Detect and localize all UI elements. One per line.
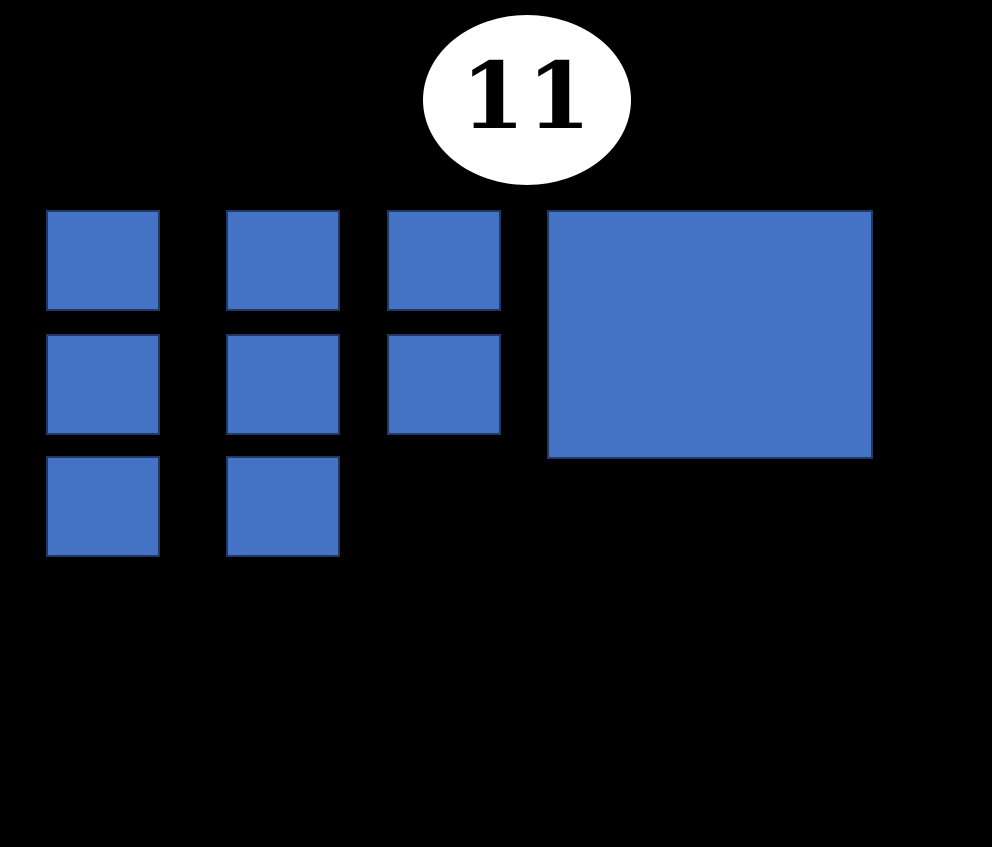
count-bubble: 11 xyxy=(421,13,633,187)
large-rectangle xyxy=(547,210,873,459)
small-square-r2c3 xyxy=(387,334,501,435)
small-square-r2c2 xyxy=(226,334,340,435)
small-square-r3c2 xyxy=(226,456,340,557)
small-square-r2c1 xyxy=(46,334,160,435)
small-square-r1c3 xyxy=(387,210,501,311)
small-square-r1c2 xyxy=(226,210,340,311)
small-square-r3c1 xyxy=(46,456,160,557)
count-bubble-value: 11 xyxy=(460,42,594,150)
small-square-r1c1 xyxy=(46,210,160,311)
